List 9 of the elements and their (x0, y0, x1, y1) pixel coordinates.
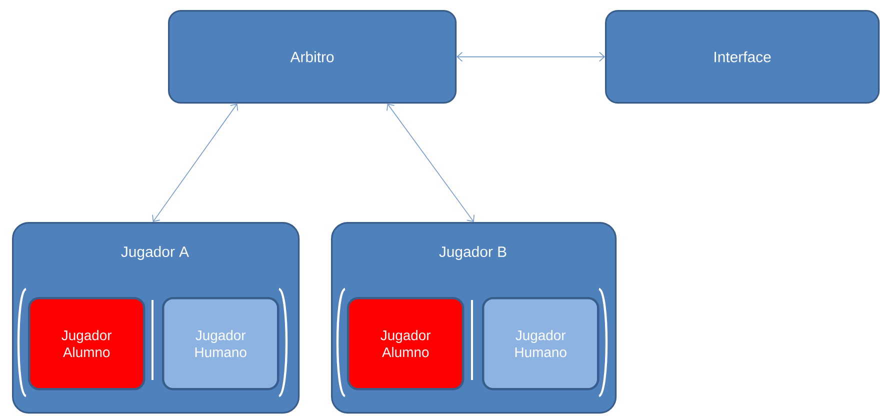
arrow (152, 104, 238, 222)
option-box: Jugador Alumno (28, 297, 146, 390)
arrow (456, 52, 605, 62)
option-box: Jugador Humano (162, 297, 280, 390)
process-box: Arbitro (168, 10, 457, 104)
process-box: Interface (605, 10, 880, 104)
arrow (386, 104, 475, 222)
option-box: Jugador Humano (482, 297, 600, 390)
option-box: Jugador Alumno (347, 297, 464, 390)
